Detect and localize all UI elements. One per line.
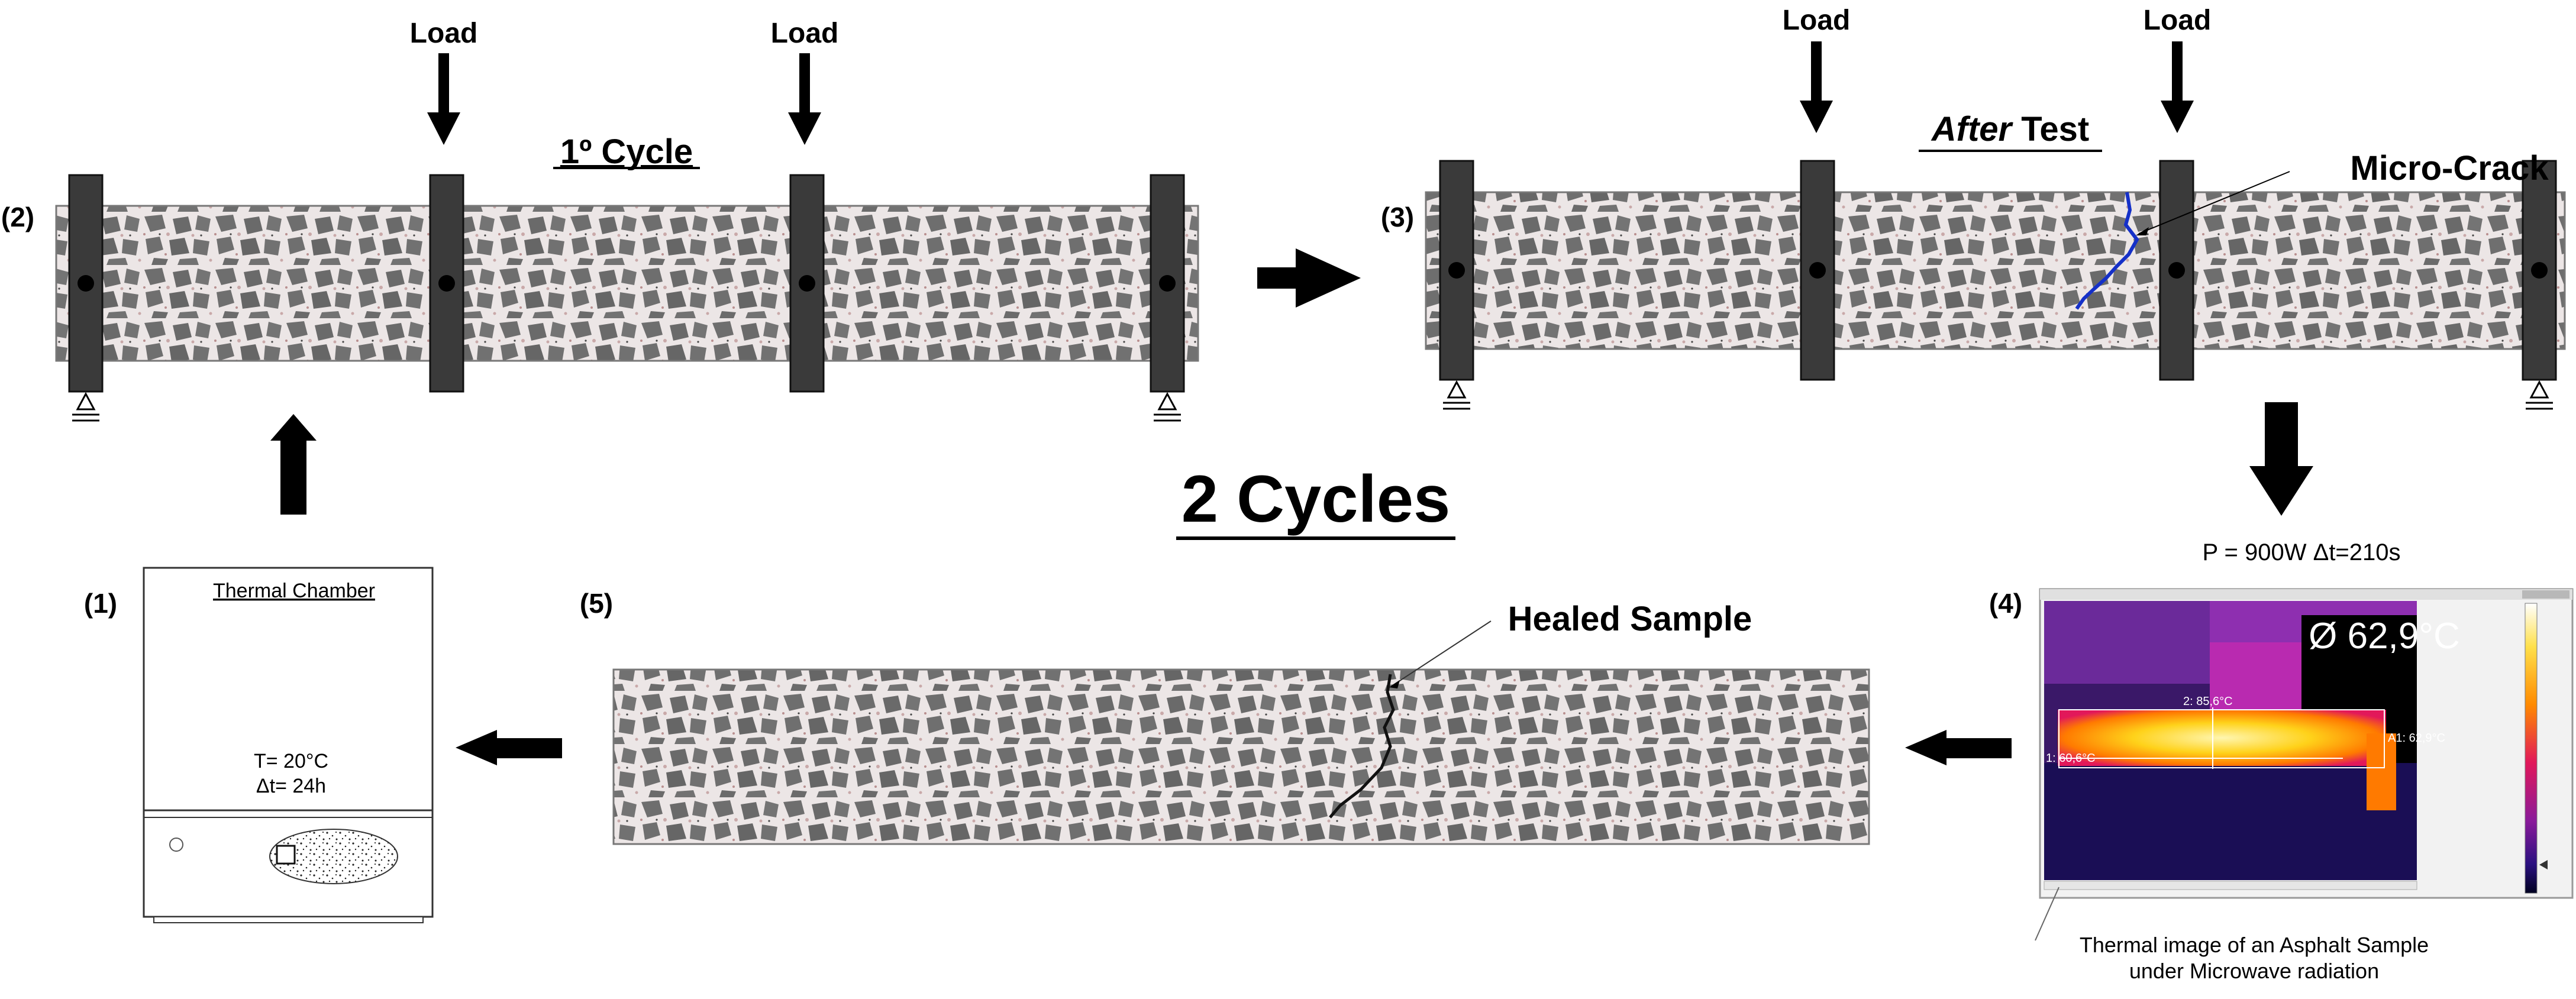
step3-pivot-left: [1448, 262, 1465, 279]
step3-load-label-right: Load: [2144, 5, 2212, 36]
step3-load-pivot-right: [2168, 262, 2185, 279]
step3-roller-left: [1443, 380, 1470, 410]
step5-healed-label: Healed Sample: [1508, 600, 1752, 638]
step2-roller-right: [1154, 392, 1181, 422]
step3-load-label-left: Load: [1783, 5, 1851, 36]
step5-group: (5) Healed Sample: [580, 588, 1870, 845]
arrow-step5-to-step1: [456, 730, 562, 765]
thermal-color-scale: [2525, 603, 2538, 894]
step4-group: P = 900W Δt=210s (4) 2: 85,6°C 1: 60,6°C…: [1989, 539, 2574, 983]
step2-load-pivot-left: [438, 275, 455, 292]
step1-label: (1): [84, 588, 117, 619]
step3-test-word: Test: [2012, 110, 2089, 148]
step5-healed-crack: [1329, 674, 1395, 819]
thermal-chamber-window: [269, 829, 398, 884]
thermal-zone-glow: [2210, 642, 2301, 713]
step3-load-arrow-left: [1800, 41, 1833, 133]
step2-load-label-left: Load: [410, 18, 478, 49]
thermal-hot-edge: [2367, 733, 2396, 810]
thermal-window-button[interactable]: [2522, 590, 2569, 599]
arrow-step1-to-step2: [270, 414, 317, 515]
step3-load-pivot-left: [1809, 262, 1826, 279]
step2-load-arrow-right: [788, 53, 821, 145]
step2-pivot-left: [78, 275, 94, 292]
step2-asphalt-beam: [55, 205, 1199, 362]
thermal-scale-pointer[interactable]: [2539, 860, 2548, 869]
thermal-chamber-base: [153, 916, 424, 923]
thermal-hot-sample: [2058, 710, 2386, 766]
step2-group: (2) Load Load 1º C: [1, 18, 1199, 422]
thermal-window-toolbar: [2040, 589, 2572, 600]
step5-label: (5): [580, 588, 613, 619]
step3-crack-leader: [2138, 171, 2290, 234]
step1-group: (1) Thermal Chamber T= 20°C Δt= 24h: [84, 567, 434, 923]
thermal-marker-a1: A1: 62,9°C: [2388, 732, 2445, 745]
arrow-step2-to-step3: [1257, 248, 1361, 308]
thermal-zone-bottom: [2044, 763, 2417, 880]
step2-roller-left: [72, 392, 99, 422]
thermal-chamber-sample: [276, 845, 296, 865]
step4-label: (4): [1989, 588, 2022, 619]
thermal-caption-line2: under Microwave radiation: [2129, 959, 2379, 983]
step5-asphalt-beam: [612, 668, 1870, 845]
step3-label: (3): [1381, 202, 1414, 232]
step2-label: (2): [1, 202, 34, 232]
step3-asphalt-beam: [1425, 191, 2566, 350]
step3-crack-label: Micro-Crack: [2350, 149, 2549, 187]
arrow-step3-to-step4: [2249, 402, 2313, 516]
step3-pivot-right: [2531, 262, 2548, 279]
step3-micro-crack: [2075, 192, 2139, 310]
step2-pivot-right: [1159, 275, 1176, 292]
step3-after-word: After: [1931, 110, 2014, 148]
thermal-scrollbar[interactable]: [2044, 881, 2417, 890]
step3-roller-right: [2526, 380, 2553, 410]
step2-load-arrow-left: [427, 53, 460, 145]
thermal-roi-a1[interactable]: [2058, 709, 2385, 768]
step4-power-line: P = 900W Δt=210s: [2202, 539, 2400, 565]
thermal-marker-2: 2: 85,6°C: [2183, 695, 2233, 708]
thermal-chamber-title: Thermal Chamber: [213, 580, 375, 602]
step3-group: (3) Micro-Crack Load Load: [1381, 5, 2566, 410]
thermal-caption-line1: Thermal image of an Asphalt Sample: [2080, 933, 2429, 957]
step3-load-arrow-right: [2161, 41, 2194, 133]
thermal-max-temp: Ø 62,9°C: [2309, 616, 2460, 657]
step2-load-pivot-right: [799, 275, 815, 292]
thermal-zone-top-left: [2044, 601, 2210, 684]
thermal-chamber-duration: Δt= 24h: [256, 775, 326, 797]
step5-healed-leader: [1391, 620, 1492, 687]
step3-after-test-title: After Test: [1931, 110, 2089, 148]
arrow-step4-to-step5: [1905, 730, 2012, 765]
thermal-marker-1: 1: 60,6°C: [2046, 752, 2096, 765]
thermal-chamber-knob[interactable]: [169, 838, 183, 852]
step5-healed-leader-tip: [1389, 680, 1400, 688]
thermal-caption-leader: [2035, 887, 2059, 941]
thermal-chamber-temperature: T= 20°C: [254, 750, 328, 772]
diagram-title: 2 Cycles: [1182, 462, 1451, 536]
step2-cycle-label: 1º Cycle: [560, 132, 693, 171]
step2-load-label-right: Load: [771, 18, 839, 49]
step3-crack-leader-tip: [2136, 227, 2149, 235]
